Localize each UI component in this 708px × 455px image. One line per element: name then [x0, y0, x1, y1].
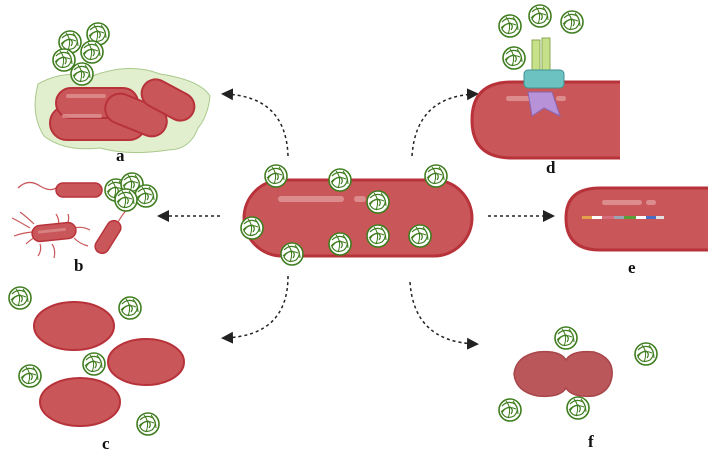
bacterium-icon: [94, 205, 131, 255]
bacterium-icon: [140, 78, 196, 122]
arrow-to-d: [411, 88, 479, 157]
nanoparticle-icon: [70, 62, 94, 86]
bacterium-icon: [104, 92, 168, 138]
panel-label-c: c: [102, 434, 110, 453]
nanoparticle-icon: [118, 296, 142, 320]
panel-label-f: f: [588, 432, 594, 451]
nanoparticle-icon: [560, 10, 584, 34]
nanoparticle-icon: [328, 168, 352, 192]
nanoparticle-icon: [366, 190, 390, 214]
panel-d-membrane: [470, 4, 620, 160]
panel-b-bacteria: [11, 172, 158, 259]
bacterium-icon: [39, 377, 121, 427]
nanoparticle-icon: [502, 46, 526, 70]
nanoparticle-icon: [114, 188, 138, 212]
nanoparticle-icon: [8, 286, 32, 310]
dividing-bacterium-icon: [513, 350, 613, 398]
bacterium-icon: [242, 178, 474, 258]
nanoparticle-icon: [264, 164, 288, 188]
membrane-channel-icon: [523, 37, 565, 117]
nanoparticle-icon: [528, 4, 552, 28]
nanoparticle-icon: [136, 412, 160, 436]
nanoparticle-icon: [18, 364, 42, 388]
nanoparticle-icon: [80, 40, 104, 64]
nanoparticle-icon: [498, 14, 522, 38]
nanoparticle-icon: [82, 352, 106, 376]
nanoparticle-icon: [328, 232, 352, 256]
nanoparticle-icon: [554, 326, 578, 350]
nanoparticle-icon: [566, 396, 590, 420]
bacterium-icon: [55, 182, 103, 198]
nanoparticle-icon: [280, 242, 304, 266]
nanoparticle-icon: [52, 48, 76, 72]
panel-f-division: [498, 326, 658, 422]
panel-label-a: a: [116, 146, 125, 165]
panel-label-e: e: [628, 258, 636, 277]
flagellated-bacterium-icon: [11, 211, 91, 259]
bacterium-icon: [33, 301, 115, 351]
nanoparticle-icon: [634, 342, 658, 366]
arrows: [157, 88, 555, 350]
nanoparticle-icon: [498, 398, 522, 422]
nanoparticle-icon: [240, 216, 264, 240]
panel-a-biofilm: [34, 22, 211, 154]
panel-c-cocci: [8, 286, 185, 436]
panel-e-dna: [564, 186, 708, 252]
dna-strand-icon: [582, 216, 664, 219]
panel-label-b: b: [74, 256, 84, 275]
nanoparticle-icon: [134, 184, 158, 208]
panel-label-d: d: [546, 158, 556, 177]
arrow-to-a: [221, 88, 289, 157]
nanoparticle-icon: [408, 224, 432, 248]
central-bacterium: [240, 164, 474, 266]
nanoparticle-icon: [424, 164, 448, 188]
arrow-to-f: [409, 281, 479, 350]
arrow-to-c: [221, 275, 289, 344]
bacterium-icon: [107, 338, 185, 386]
nanoparticle-icon: [366, 224, 390, 248]
